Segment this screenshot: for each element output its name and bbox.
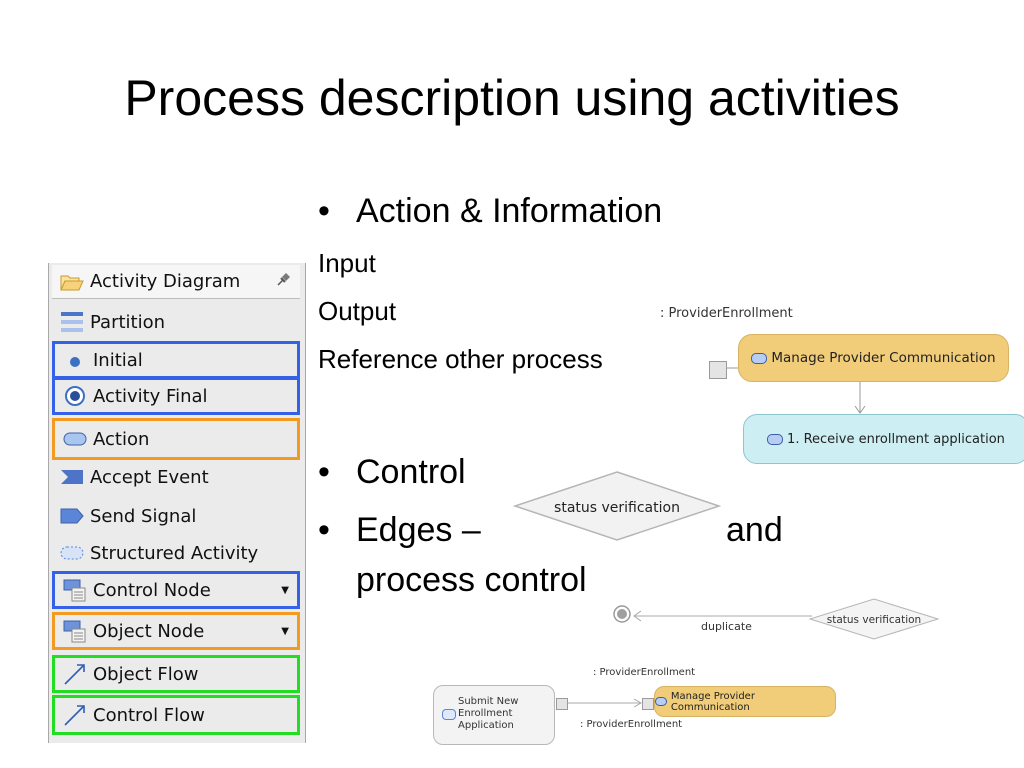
sub-item-reference: Reference other process <box>318 344 603 374</box>
action-node-label: 1. Receive enrollment application <box>787 431 1005 447</box>
palette-item-send-signal[interactable]: Send Signal <box>52 498 300 534</box>
chevron-down-icon[interactable]: ▼ <box>281 584 289 596</box>
palette-item-control-flow[interactable]: Control Flow <box>52 695 300 735</box>
palette-item-label: Activity Final <box>93 385 208 407</box>
slide-title: Process description using activities <box>124 70 900 126</box>
object-pin <box>709 361 727 379</box>
object-flow-edge <box>568 698 643 708</box>
control-flow-icon <box>63 703 87 727</box>
folder-icon <box>60 270 84 294</box>
bullet-edges-tail: and <box>726 511 783 549</box>
structured-activity-icon <box>60 541 84 565</box>
edge-label-duplicate: duplicate <box>701 620 752 633</box>
control-flow-edge <box>633 610 812 622</box>
palette-item-label: Control Flow <box>93 704 205 726</box>
activity-final-node <box>613 605 631 623</box>
palette-item-action[interactable]: Action <box>52 418 300 460</box>
action-node-receive-enrollment: 1. Receive enrollment application <box>743 414 1024 464</box>
palette-item-partition[interactable]: Partition <box>52 304 300 340</box>
send-signal-icon <box>60 504 84 528</box>
initial-node-icon <box>63 348 87 372</box>
action-node-label: Submit New Enrollment Application <box>458 696 519 731</box>
palette-item-label: Structured Activity <box>90 542 259 564</box>
palette-item-label: Object Flow <box>93 663 199 685</box>
palette-item-label: Partition <box>90 311 166 333</box>
object-pin-label-bottom: : ProviderEnrollment <box>580 719 683 730</box>
palette-item-label: Object Node <box>93 620 205 642</box>
action-node-submit-enrollment: Submit New Enrollment Application <box>433 685 555 745</box>
palette-item-object-node[interactable]: Object Node ▼ <box>52 612 300 650</box>
decision-large-label: status verification <box>554 500 680 516</box>
pin-connector <box>726 367 738 369</box>
action-node-label: Manage Provider Communication <box>771 350 996 366</box>
bullet-text: Edges – <box>356 511 481 549</box>
sub-item-input: Input <box>318 248 376 278</box>
object-node-icon <box>63 619 87 643</box>
action-icon <box>442 709 456 720</box>
palette-item-label: Control Node <box>93 579 211 601</box>
decision-label: status verification <box>827 614 921 626</box>
object-flow-icon <box>63 662 87 686</box>
object-pin-label: : ProviderEnrollment <box>660 306 793 321</box>
control-flow-arrow <box>854 382 866 414</box>
input-pin <box>642 698 654 710</box>
action-icon <box>655 697 667 706</box>
palette-header-label: Activity Diagram <box>90 271 241 292</box>
palette-item-activity-final[interactable]: Activity Final <box>52 377 300 415</box>
object-pin-label-top: : ProviderEnrollment <box>593 667 696 678</box>
palette-item-label: Initial <box>93 349 143 371</box>
action-node-manage-provider-small: Manage Provider Communication <box>654 686 836 717</box>
action-icon <box>767 433 784 445</box>
palette-item-label: Accept Event <box>90 466 209 488</box>
bullet-edges: • Edges – <box>318 510 481 550</box>
action-icon <box>63 427 87 451</box>
output-pin <box>556 698 568 710</box>
bullet-control: • Control <box>318 452 466 492</box>
sub-item-output: Output <box>318 296 397 326</box>
palette-item-label: Send Signal <box>90 505 197 527</box>
bullet-edges-line2: process control <box>356 561 587 599</box>
action-node-manage-provider: Manage Provider Communication <box>738 334 1009 382</box>
activity-final-icon <box>63 384 87 408</box>
palette-header[interactable]: Activity Diagram <box>52 265 300 299</box>
bullet-text: Action & Information <box>356 192 663 230</box>
bullet-dot: • <box>318 192 330 230</box>
palette-item-label: Action <box>93 428 150 450</box>
bullet-dot: • <box>318 453 330 491</box>
palette-item-initial[interactable]: Initial <box>52 341 300 379</box>
accept-event-icon <box>60 465 84 489</box>
palette-item-accept-event[interactable]: Accept Event <box>52 459 300 495</box>
palette-item-control-node[interactable]: Control Node ▼ <box>52 571 300 609</box>
partition-icon <box>60 310 84 334</box>
bullet-dot: • <box>318 511 330 549</box>
control-node-icon <box>63 578 87 602</box>
decision-diamond-large: status verification <box>512 471 722 541</box>
decision-node: status verification <box>808 598 940 640</box>
palette-item-object-flow[interactable]: Object Flow <box>52 655 300 693</box>
action-node-label: Manage Provider Communication <box>670 690 755 713</box>
action-icon <box>751 352 768 364</box>
pin-icon[interactable] <box>274 271 292 294</box>
palette-item-structured-activity[interactable]: Structured Activity <box>52 535 300 571</box>
bullet-text: Control <box>356 453 466 491</box>
bullet-action-information: • Action & Information <box>318 191 662 231</box>
activity-diagram-palette: Activity Diagram Partition Initial Activ… <box>48 263 306 743</box>
chevron-down-icon[interactable]: ▼ <box>281 625 289 637</box>
